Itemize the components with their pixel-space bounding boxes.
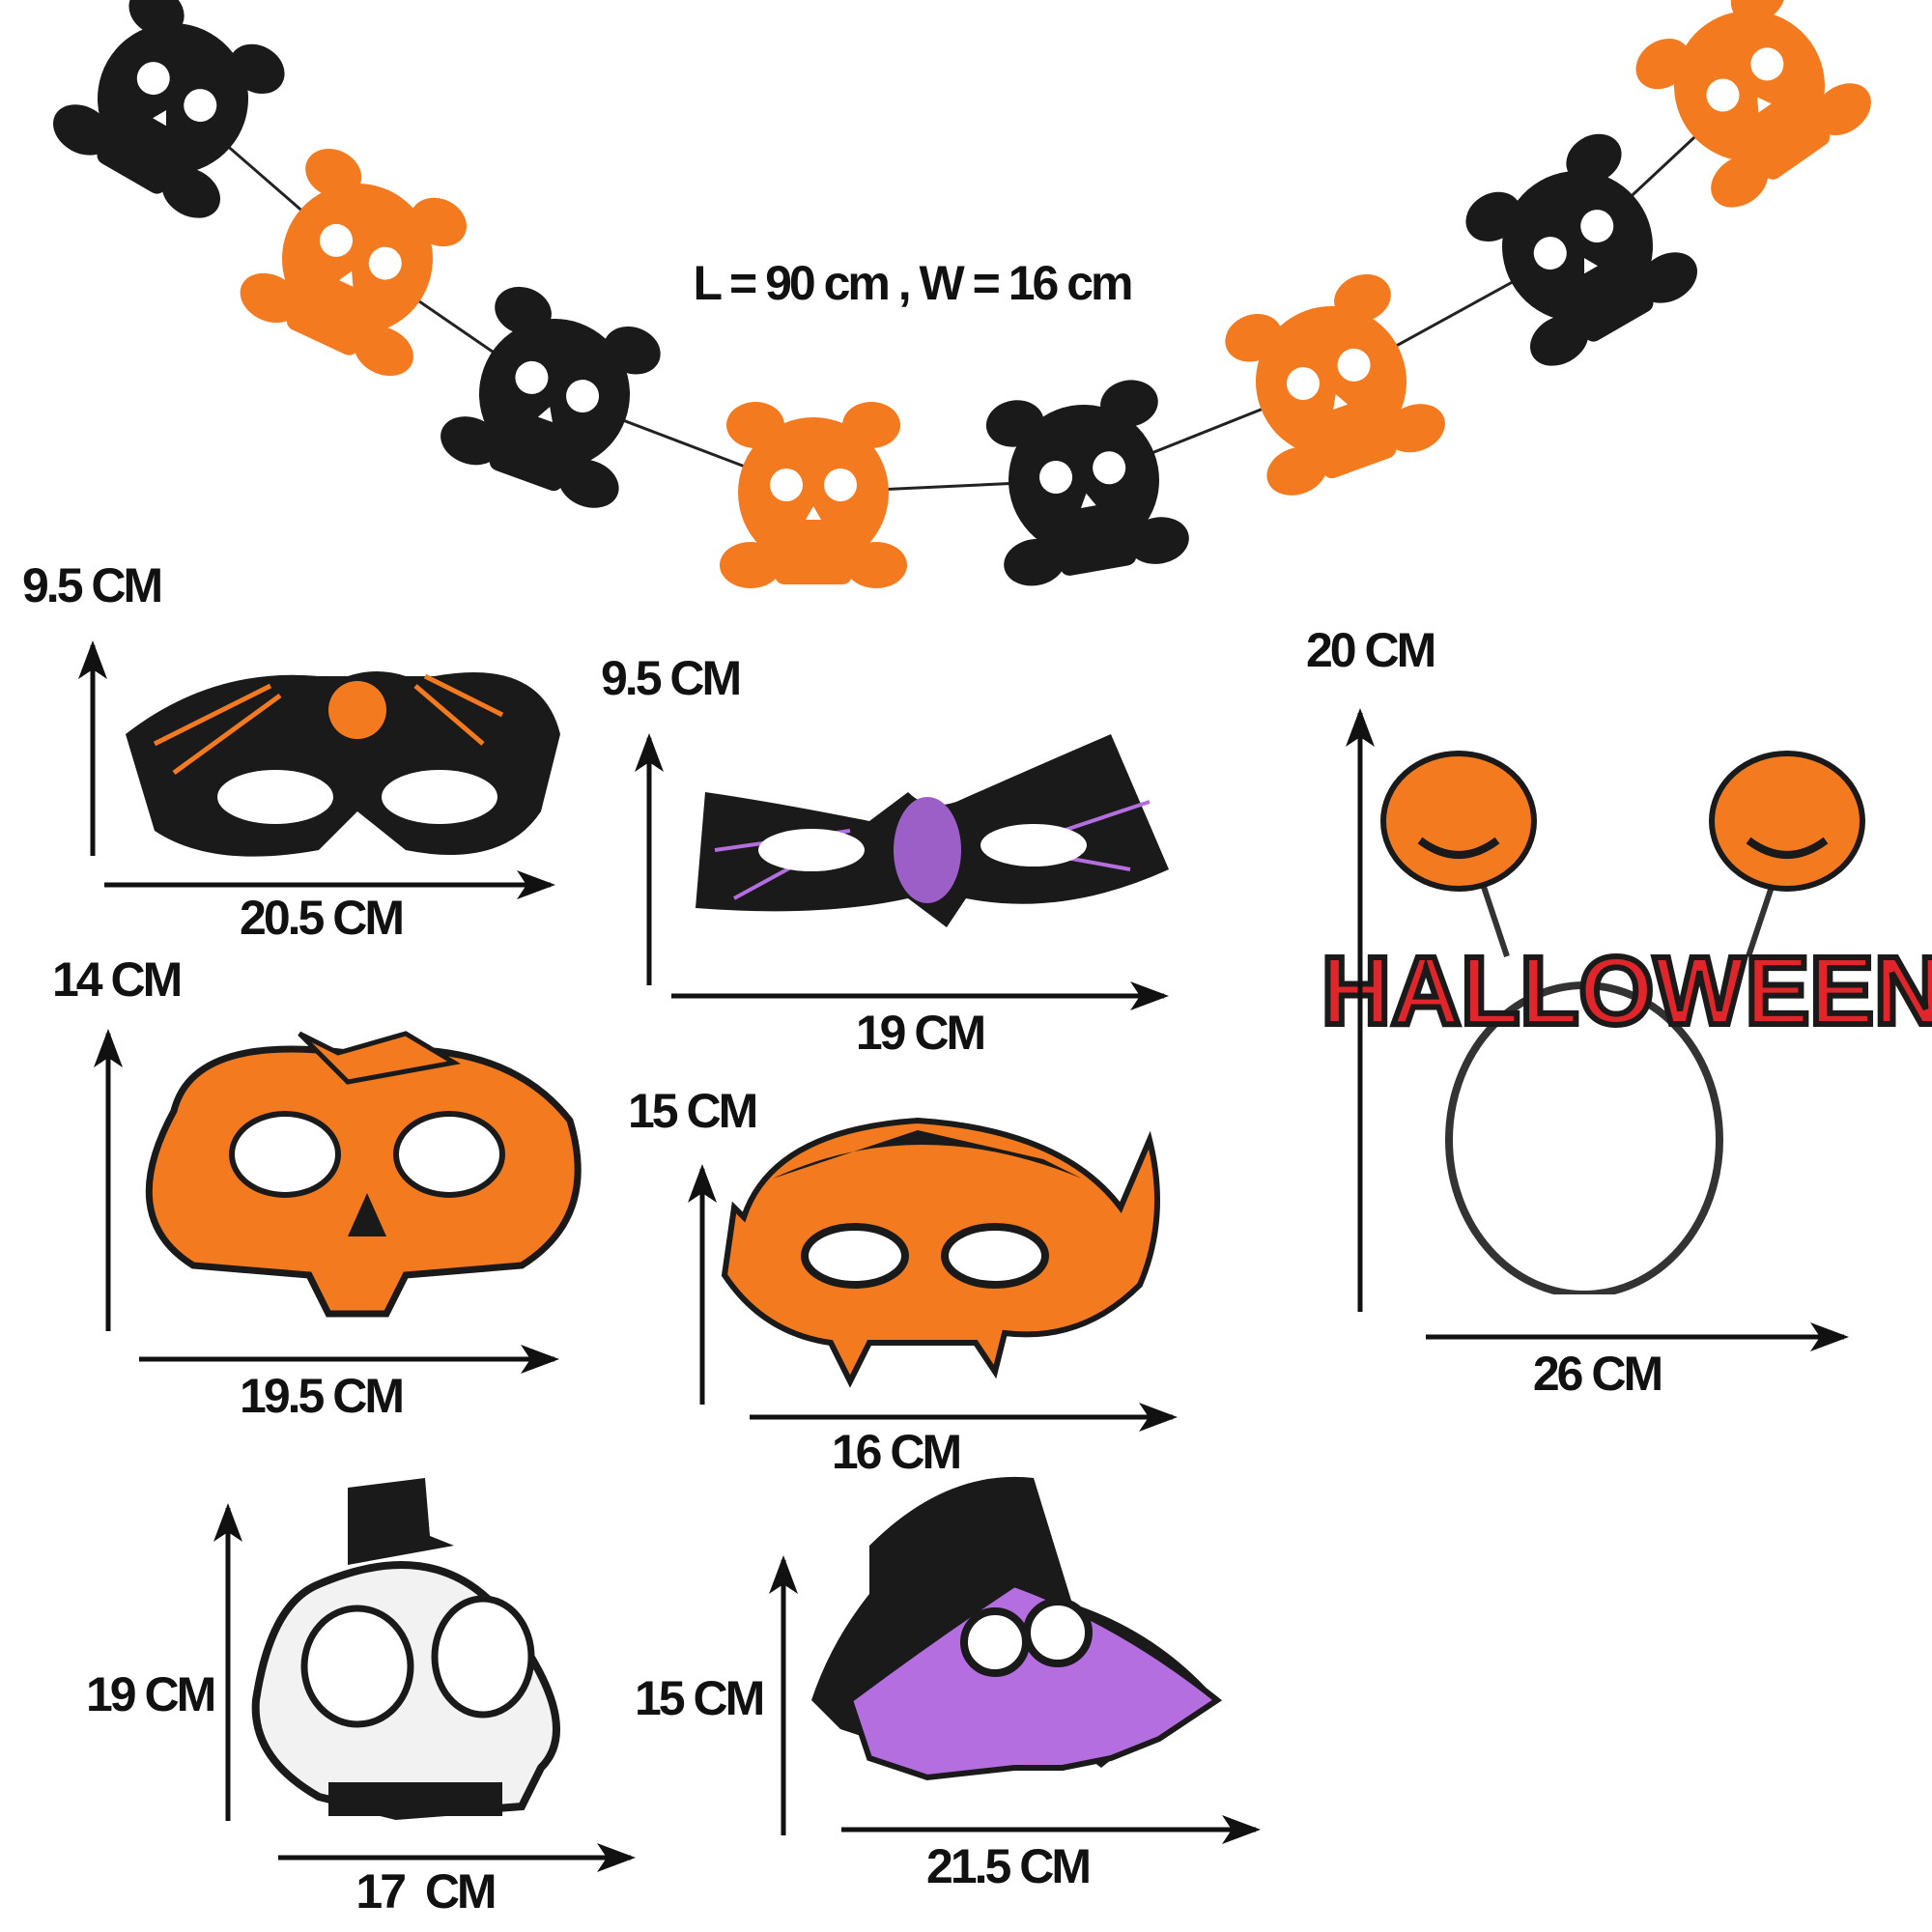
bat-mask-height-label: 9.5 CM — [22, 558, 163, 612]
bat-mask-width-label: 20.5 CM — [240, 891, 405, 945]
witch-mask — [811, 1476, 1223, 1781]
dimension-arrows — [78, 640, 1849, 1872]
spider-web-mask — [696, 734, 1169, 927]
vampire-mask-width-label: 16 CM — [831, 1425, 962, 1479]
witch-mask-width-label: 21.5 CM — [926, 1839, 1092, 1893]
pumpkin-mask — [145, 1031, 582, 1318]
garland-dimensions-label: L = 90 cm , W = 16 cm — [693, 256, 1133, 310]
skull-mask — [251, 1478, 560, 1821]
pumpkin-mask-width-label: 19.5 CM — [240, 1369, 405, 1423]
skull-mask-height-label: 19 CM — [86, 1667, 216, 1721]
pumpkin-headband: HALLOWEEN — [1319, 751, 1932, 1372]
headband-width-label: 26 CM — [1532, 1347, 1663, 1401]
bat-mask-orange — [126, 671, 560, 857]
vampire-mask — [721, 1117, 1160, 1388]
spider-mask-height-label: 9.5 CM — [601, 651, 742, 705]
spider-mask-width-label: 19 CM — [855, 1006, 986, 1060]
pumpkin-mask-height-label: 14 CM — [52, 952, 183, 1007]
headband-lettering: HALLOWEEN — [1321, 937, 1932, 1045]
skull-garland — [43, 0, 1882, 591]
witch-mask-height-label: 15 CM — [635, 1671, 765, 1725]
headband-height-label: 20 CM — [1306, 623, 1436, 677]
skull-mask-width-label: 17 CM — [355, 1864, 497, 1918]
vampire-mask-height-label: 15 CM — [628, 1084, 758, 1138]
